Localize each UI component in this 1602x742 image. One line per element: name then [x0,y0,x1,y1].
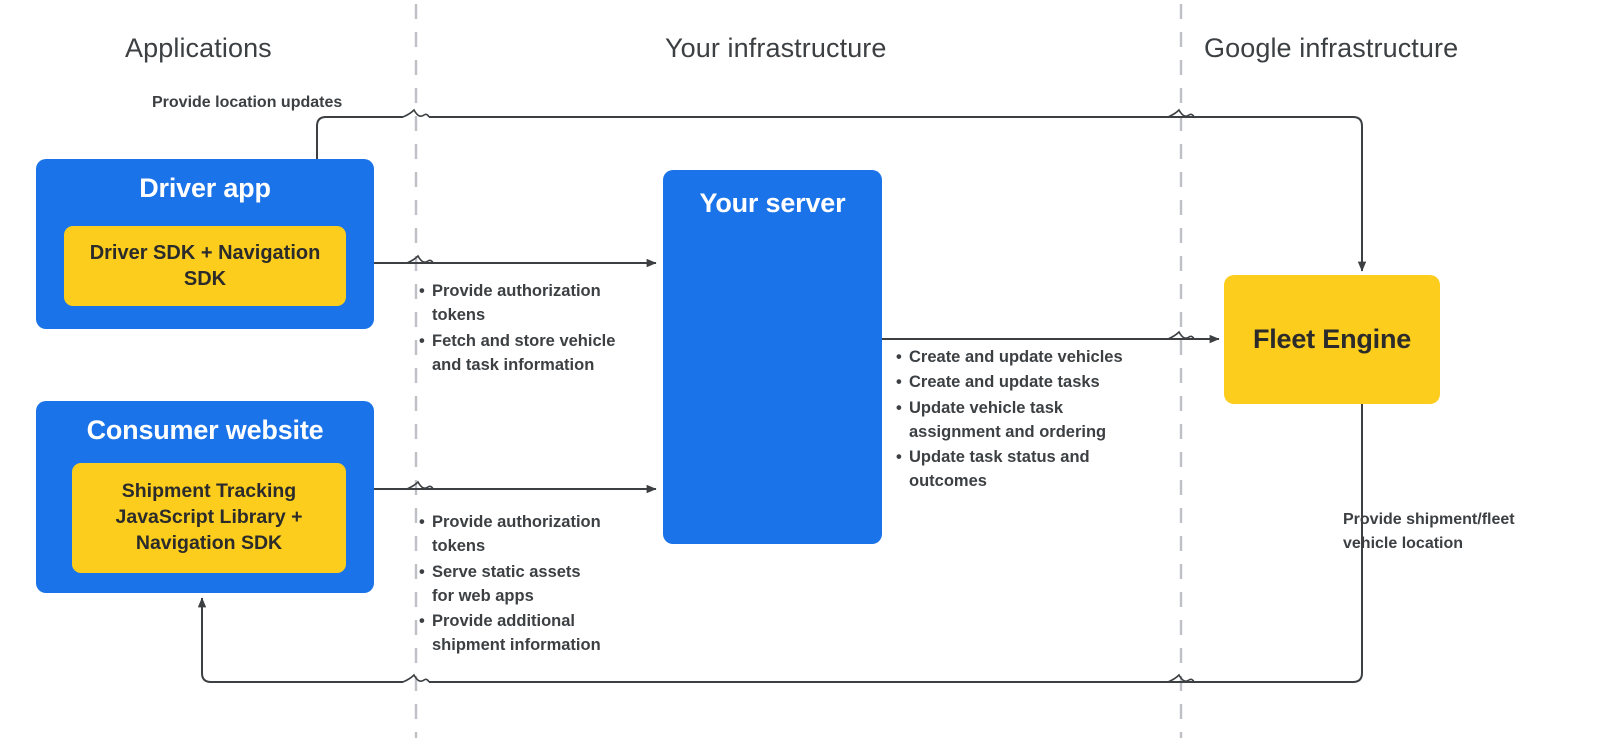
node-your-server-title: Your server [699,188,846,218]
list-item: Update task status and outcomes [896,445,1161,494]
column-header-google-infrastructure: Google infrastructure [1204,33,1459,63]
node-fleet-engine-title: Fleet Engine [1252,324,1412,354]
bullets-server-to-fleet-engine: Create and update vehicles Create and up… [896,345,1161,495]
list-item: Provide additional shipment information [419,609,659,658]
node-driver-sdk-chip-label: Driver SDK + Navigation SDK [89,241,321,290]
list-item: Update vehicle task assignment and order… [896,396,1161,445]
node-consumer-website-title: Consumer website [86,415,324,445]
node-driver-app[interactable]: Driver app Driver SDK + Navigation SDK [36,159,374,329]
node-your-server[interactable]: Your server [663,170,882,544]
list-item: Create and update vehicles [896,345,1161,370]
node-fleet-engine[interactable]: Fleet Engine [1224,275,1440,404]
column-header-applications: Applications [125,33,272,63]
node-driver-app-title: Driver app [139,173,271,203]
bullets-driver-to-server: Provide authorization tokens Fetch and s… [419,279,659,378]
line-hop-top-right [1167,108,1195,118]
node-shipment-tracking-chip-label: Shipment Tracking JavaScript Library + N… [115,480,303,554]
line-hop-bottom-left [402,673,430,683]
line-hop-consumer-server [406,480,434,490]
list-item: Provide authorization tokens [419,510,659,559]
list-item: Fetch and store vehicle and task informa… [419,329,659,378]
list-item: Serve static assets for web apps [419,560,659,609]
line-hop-driver-server [406,254,434,264]
label-provide-location-updates: Provide location updates [152,94,343,111]
node-consumer-website[interactable]: Consumer website Shipment Tracking JavaS… [36,401,374,593]
node-shipment-tracking-chip[interactable]: Shipment Tracking JavaScript Library + N… [72,463,346,573]
bullets-consumer-to-server: Provide authorization tokens Serve stati… [419,510,659,659]
column-header-your-infrastructure: Your infrastructure [665,33,887,63]
line-hop-top-left [402,108,430,118]
list-item: Create and update tasks [896,370,1161,395]
list-item: Provide authorization tokens [419,279,659,328]
line-hop-server-fleet [1167,330,1195,340]
node-driver-sdk-chip[interactable]: Driver SDK + Navigation SDK [64,226,346,306]
line-hop-bottom-right [1167,673,1195,683]
label-provide-shipment-fleet-location: Provide shipment/fleet vehicle location [1343,511,1515,552]
